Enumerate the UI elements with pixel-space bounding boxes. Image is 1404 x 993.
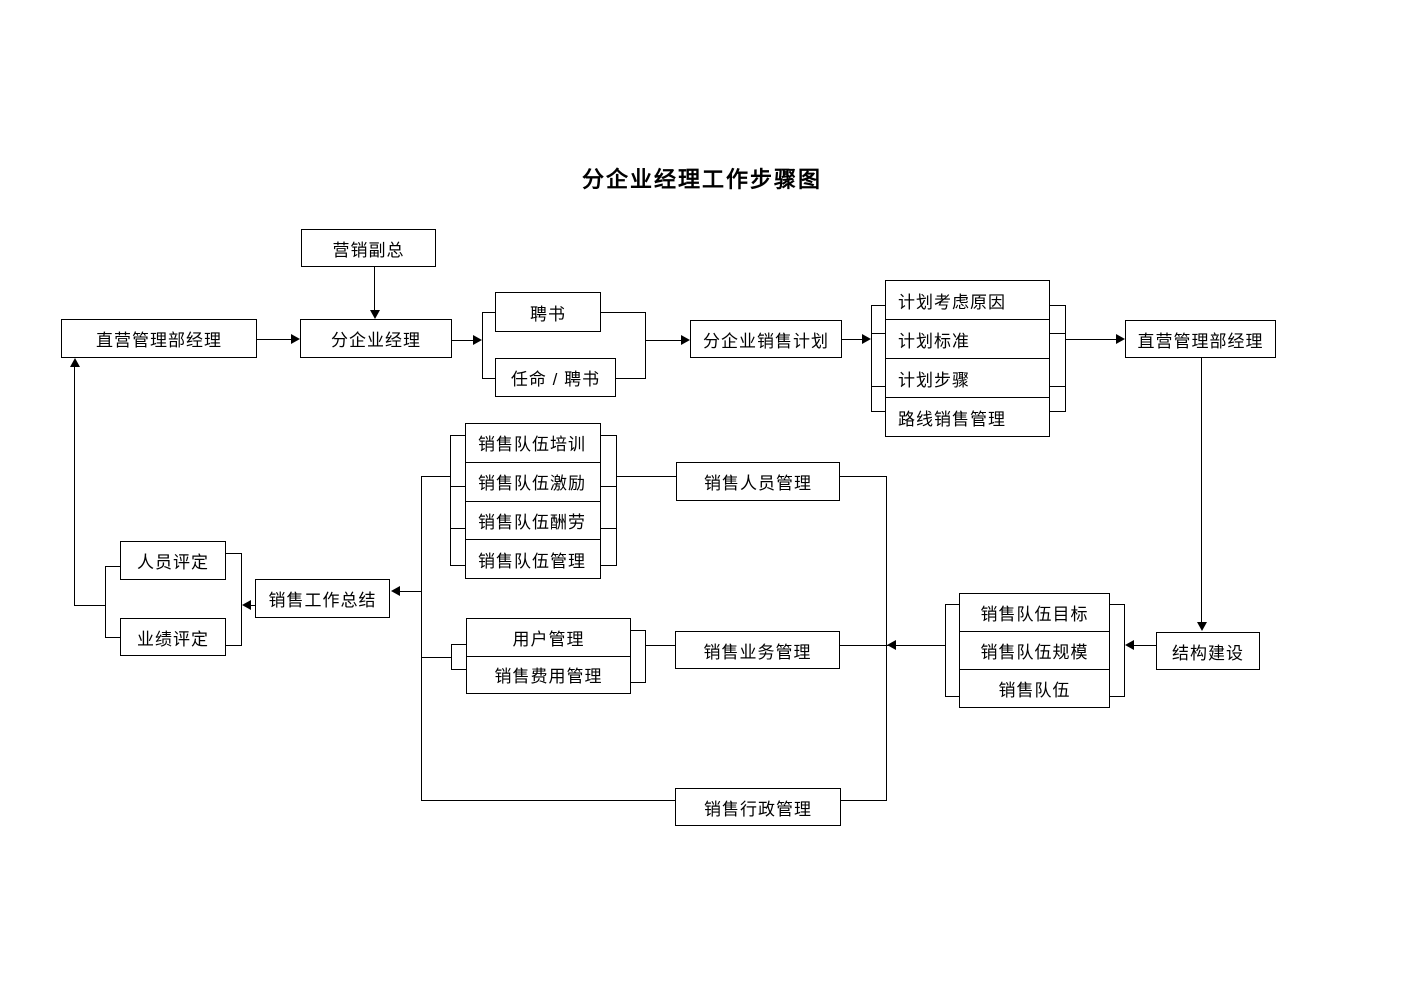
evaluation-bracket-left — [105, 566, 106, 638]
node-sales-personnel-mgmt: 销售人员管理 — [676, 462, 840, 501]
plan-stack-strip-left — [871, 305, 886, 412]
arrowhead-up-dmmL — [70, 358, 80, 367]
arrowhead-right-sales-plan — [681, 335, 690, 345]
letters-bracket-right-stub-bottom — [616, 378, 645, 379]
target-stack-row: 销售队伍规模 — [960, 632, 1109, 670]
connector-vp-to-branch-manager — [374, 267, 375, 312]
evaluation-bracket-right-stub-top — [226, 553, 241, 554]
connector-personnel-mgmt-to-right-trunk — [840, 476, 886, 477]
node-branch-manager: 分企业经理 — [300, 319, 452, 358]
connector-dmmR-to-structure-building — [1201, 358, 1202, 623]
right-trunk-line — [886, 476, 887, 801]
node-personnel-evaluation: 人员评定 — [120, 541, 226, 580]
connector-left-trunk-to-team-stack — [421, 476, 451, 477]
node-sales-business-mgmt: 销售业务管理 — [675, 631, 840, 669]
target-stack-row: 销售队伍 — [998, 681, 1071, 700]
team-stack-row: 销售队伍培训 — [466, 424, 600, 463]
node-direct-mgmt-manager-left: 直营管理部经理 — [61, 319, 257, 358]
user-stack-row: 用户管理 — [467, 619, 630, 657]
page-title: 分企业经理工作步骤图 — [581, 167, 822, 192]
node-marketing-vp: 营销副总 — [301, 229, 436, 267]
connector-left-trunk-to-admin-mgmt — [421, 800, 675, 801]
plan-stack-row: 计划步骤 — [886, 359, 1049, 398]
evaluation-bracket-left-stub-top — [105, 566, 120, 567]
connector-letters-to-sales-plan — [645, 340, 681, 341]
connector-admin-mgmt-to-right-trunk — [840, 800, 887, 801]
plan-stack: 计划考虑原因 计划标准 计划步骤 路线销售管理 — [885, 280, 1050, 437]
arrowhead-down-structure-building — [1197, 622, 1207, 631]
target-stack: 销售队伍目标 销售队伍规模 销售队伍 — [959, 593, 1110, 708]
plan-stack-row: 计划标准 — [886, 320, 1049, 359]
node-direct-mgmt-manager-right: 直营管理部经理 — [1125, 320, 1276, 358]
connector-user-stack-to-business-mgmt — [645, 645, 675, 646]
user-stack: 用户管理 销售费用管理 — [466, 618, 631, 694]
team-stack-strip-left — [450, 435, 466, 566]
return-line-to-dmmL — [74, 364, 75, 605]
evaluation-bracket-right — [241, 553, 242, 646]
letters-bracket-right-stub-top — [601, 312, 645, 313]
connector-work-summary-to-evaluation — [251, 605, 256, 606]
target-stack-bracket-right — [1109, 604, 1125, 697]
connector-branch-manager-to-letters — [452, 340, 473, 341]
user-stack-tab-right — [630, 630, 646, 683]
connector-evaluation-to-return-line — [74, 605, 105, 606]
connector-structure-to-target-stack — [1134, 645, 1156, 646]
node-letter-of-appointment: 聘书 — [495, 292, 601, 332]
connector-left-trunk-to-work-summary — [400, 591, 421, 592]
connector-plan-stack-to-dmmR — [1065, 339, 1116, 340]
letters-bracket-left-stub-bottom — [482, 378, 495, 379]
arrowhead-right-letters-bracket — [473, 335, 482, 345]
node-sales-work-summary: 销售工作总结 — [255, 579, 390, 618]
node-sales-admin-mgmt: 销售行政管理 — [675, 788, 841, 826]
arrowhead-down-branch-manager — [370, 310, 380, 319]
user-stack-tab-left — [451, 644, 467, 670]
evaluation-bracket-right-stub-bottom — [226, 645, 241, 646]
arrowhead-left-target-stack — [1125, 640, 1134, 650]
user-stack-row: 销售费用管理 — [494, 667, 603, 687]
target-stack-row: 销售队伍目标 — [960, 594, 1109, 632]
team-stack-row: 销售队伍管理 — [478, 551, 586, 571]
arrowhead-right-branch-manager — [291, 334, 300, 344]
team-stack-row: 销售队伍酬劳 — [466, 502, 600, 541]
letters-bracket-left-stub-top — [482, 312, 495, 313]
letters-bracket-right — [645, 312, 646, 379]
node-structure-building: 结构建设 — [1156, 632, 1260, 670]
plan-stack-strip-right — [1049, 305, 1066, 412]
connector-left-trunk-to-user-stack — [421, 657, 451, 658]
team-stack-row: 销售队伍激励 — [466, 463, 600, 502]
left-trunk-line — [421, 476, 422, 801]
plan-stack-row: 路线销售管理 — [898, 409, 1006, 429]
team-stack-strip-right — [600, 435, 617, 566]
node-branch-sales-plan: 分企业销售计划 — [690, 320, 842, 358]
arrowhead-left-right-trunk — [887, 640, 896, 650]
target-stack-bracket-left — [945, 604, 960, 697]
evaluation-bracket-left-stub-bottom — [105, 637, 120, 638]
arrowhead-right-plan-stack — [862, 334, 871, 344]
node-appointment-slash-letter: 任命 / 聘书 — [495, 358, 616, 397]
arrowhead-left-work-summary — [391, 586, 400, 596]
arrowhead-left-evaluation-bracket — [242, 600, 251, 610]
letters-bracket-left — [482, 312, 483, 379]
connector-team-stack-to-personnel-mgmt — [616, 476, 676, 477]
plan-stack-row: 计划考虑原因 — [886, 281, 1049, 320]
arrowhead-right-dmmR — [1116, 334, 1125, 344]
connector-dmmL-to-branch-manager — [257, 339, 291, 340]
node-performance-evaluation: 业绩评定 — [120, 618, 226, 656]
team-stack: 销售队伍培训 销售队伍激励 销售队伍酬劳 销售队伍管理 — [465, 423, 601, 579]
connector-sales-plan-to-plan-stack — [842, 339, 862, 340]
